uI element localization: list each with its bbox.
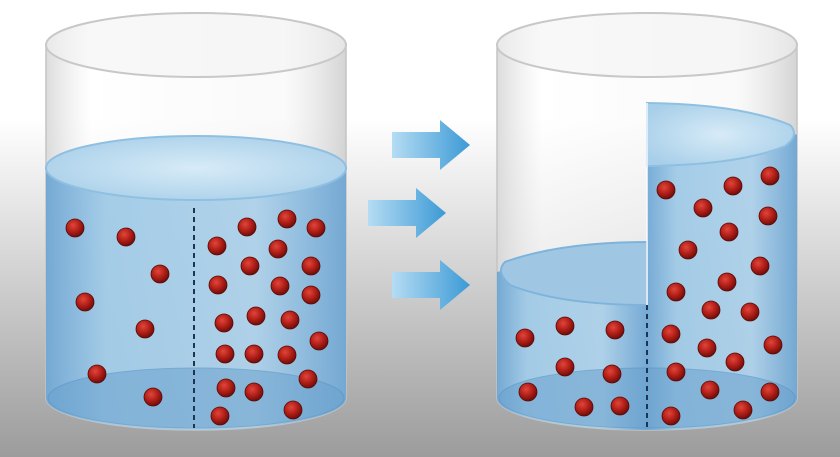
beaker-before-particle <box>208 275 228 295</box>
beaker-after-particle <box>661 406 681 426</box>
beaker-after-particle <box>717 272 737 292</box>
beaker-before-rim <box>45 12 347 78</box>
beaker-before-particle <box>207 236 227 256</box>
beaker-after-surface-left <box>500 240 648 307</box>
beaker-after-particle <box>760 382 780 402</box>
beaker-before-particle <box>246 306 266 326</box>
beaker-after-particle <box>602 364 622 384</box>
beaker-after-particle <box>678 240 698 260</box>
beaker-before-particle <box>87 364 107 384</box>
beaker-after-particle <box>555 316 575 336</box>
beaker-before-particle <box>116 227 136 247</box>
beaker-after-particle <box>515 328 535 348</box>
beaker-after-rim <box>496 12 798 78</box>
beaker-after-particle <box>656 180 676 200</box>
arrow-3-icon <box>392 260 470 310</box>
beaker-after-particle <box>763 335 783 355</box>
beaker-before-particle <box>301 285 321 305</box>
beaker-before-particle <box>237 217 257 237</box>
beaker-after-particle <box>610 396 630 416</box>
beaker-after-particle <box>574 397 594 417</box>
beaker-after-particle <box>518 382 538 402</box>
beaker-before-particle <box>216 378 236 398</box>
beaker-before-particle <box>277 209 297 229</box>
beaker-before-particle <box>210 406 230 426</box>
beaker-after-particle <box>697 338 717 358</box>
beaker-before-particle <box>240 256 260 276</box>
beaker-before-particle <box>268 239 288 259</box>
beaker-after-particle <box>740 302 760 322</box>
beaker-after-water-right <box>647 103 797 430</box>
beaker-after-particle <box>693 198 713 218</box>
beaker-before-particle <box>301 256 321 276</box>
beaker-before-particle <box>215 344 235 364</box>
beaker-after-particle <box>666 362 686 382</box>
beaker-after <box>496 12 798 431</box>
beaker-before-particle <box>270 276 290 296</box>
beaker-after-particle <box>750 256 770 276</box>
beaker-after-particle <box>725 352 745 372</box>
beaker-before-particle <box>143 387 163 407</box>
beaker-before-particle <box>75 292 95 312</box>
beaker-before-particle <box>277 345 297 365</box>
beaker-after-particle <box>723 176 743 196</box>
beaker-after-particle <box>661 324 681 344</box>
beaker-after-particle <box>605 320 625 340</box>
beaker-before-particle <box>283 400 303 420</box>
arrow-2-icon <box>368 188 446 238</box>
beaker-before <box>45 12 347 431</box>
arrow-group <box>368 120 470 310</box>
beaker-before-water-surface <box>45 135 347 201</box>
beaker-after-particle <box>666 282 686 302</box>
beaker-after-particle <box>733 400 753 420</box>
beaker-after-particle <box>719 222 739 242</box>
beaker-before-particle <box>306 218 326 238</box>
beaker-before-particle <box>244 344 264 364</box>
beaker-before-particle <box>135 319 155 339</box>
beaker-after-particle <box>701 300 721 320</box>
beaker-after-particle <box>700 380 720 400</box>
beaker-before-water <box>46 136 346 430</box>
beaker-after-particle <box>758 206 778 226</box>
beaker-before-particle <box>214 313 234 333</box>
beaker-after-particle <box>760 166 780 186</box>
beaker-before-bottom <box>47 367 345 429</box>
beaker-before-particles <box>65 209 329 426</box>
beaker-before-particle <box>244 382 264 402</box>
beaker-after-particle <box>555 357 575 377</box>
beaker-before-particle <box>280 310 300 330</box>
arrow-1-icon <box>392 120 470 170</box>
beaker-after-surface-right <box>646 101 795 168</box>
beaker-before-particle <box>150 264 170 284</box>
beaker-after-particles <box>515 166 783 426</box>
beaker-before-particle <box>298 369 318 389</box>
beaker-before-particle <box>309 331 329 351</box>
beaker-before-particle <box>65 218 85 238</box>
